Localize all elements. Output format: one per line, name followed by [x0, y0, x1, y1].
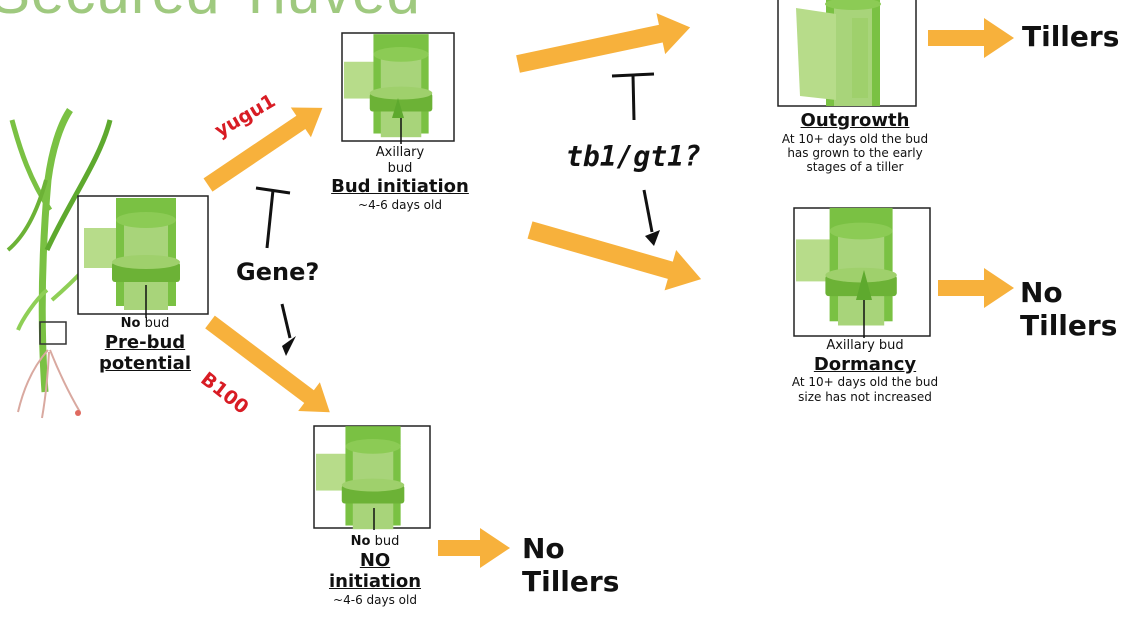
- no-initiation-title-line1: NO: [359, 549, 391, 571]
- no-initiation-caption: No bud NO initiation ~4-6 days old: [320, 534, 430, 607]
- gene-question-label: Gene?: [236, 258, 320, 286]
- outgrowth-panel: [777, 0, 917, 107]
- no-initiation-panel: [313, 425, 431, 530]
- regulation-marks: [255, 72, 660, 356]
- pre-bud-panel: [77, 195, 209, 318]
- outgrowth-note-line2: has grown to the early: [787, 145, 923, 160]
- outgrowth-caption: Outgrowth At 10+ days old the bud has gr…: [755, 110, 955, 175]
- no-tillers-dormancy-line1: No: [1020, 276, 1063, 309]
- tb1-gt1-label: tb1/gt1?: [566, 140, 701, 173]
- dormancy-note-line2: size has not increased: [798, 389, 932, 404]
- no-tillers-initiation-line1: No: [522, 532, 565, 565]
- outgrowth-note-line1: At 10+ days old the bud: [781, 131, 929, 146]
- outgrowth-note-line3: stages of a tiller: [806, 160, 904, 175]
- orange-arrows: [203, 13, 1014, 568]
- pre-bud-bud-word: bud: [140, 316, 170, 331]
- bud-initiation-panel: [341, 32, 455, 144]
- no-tillers-initiation-line2: Tillers: [522, 565, 620, 599]
- no-initiation-no: No: [350, 534, 371, 549]
- no-initiation-age: ~4-6 days old: [333, 592, 417, 607]
- bud-initiation-label-line1: Axillary: [375, 145, 425, 160]
- slide-title-fragment: Secured Tiuved: [0, 0, 421, 27]
- dormancy-label: Axillary bud: [826, 338, 904, 353]
- no-initiation-bud-word: bud: [370, 534, 400, 549]
- bud-initiation-age: ~4-6 days old: [358, 197, 442, 212]
- bud-initiation-caption: Axillary bud Bud initiation ~4-6 days ol…: [330, 145, 470, 212]
- no-tillers-dormancy-line2: Tillers: [1020, 309, 1118, 343]
- no-initiation-title-line2: initiation: [328, 571, 422, 593]
- no-tillers-initiation-outcome: No Tillers: [522, 532, 619, 598]
- no-tillers-dormancy-outcome: No Tillers: [1020, 276, 1117, 342]
- dormancy-caption: Axillary bud Dormancy At 10+ days old th…: [760, 338, 970, 404]
- bud-initiation-title: Bud initiation: [331, 176, 469, 198]
- dormancy-panel: [793, 207, 931, 338]
- tillers-outcome: Tillers: [1022, 20, 1120, 53]
- dormancy-title: Dormancy: [813, 353, 917, 375]
- pre-bud-caption: No bud Pre-bud potential: [95, 316, 195, 375]
- dormancy-note-line1: At 10+ days old the bud: [791, 375, 939, 390]
- outgrowth-title: Outgrowth: [800, 110, 910, 131]
- pre-bud-title-line1: Pre-bud: [104, 331, 186, 353]
- pre-bud-title-line2: potential: [99, 353, 191, 375]
- maize-plant-illustration: [6, 108, 117, 419]
- bud-initiation-label-line2: bud: [387, 160, 413, 176]
- pre-bud-no: No: [120, 316, 141, 331]
